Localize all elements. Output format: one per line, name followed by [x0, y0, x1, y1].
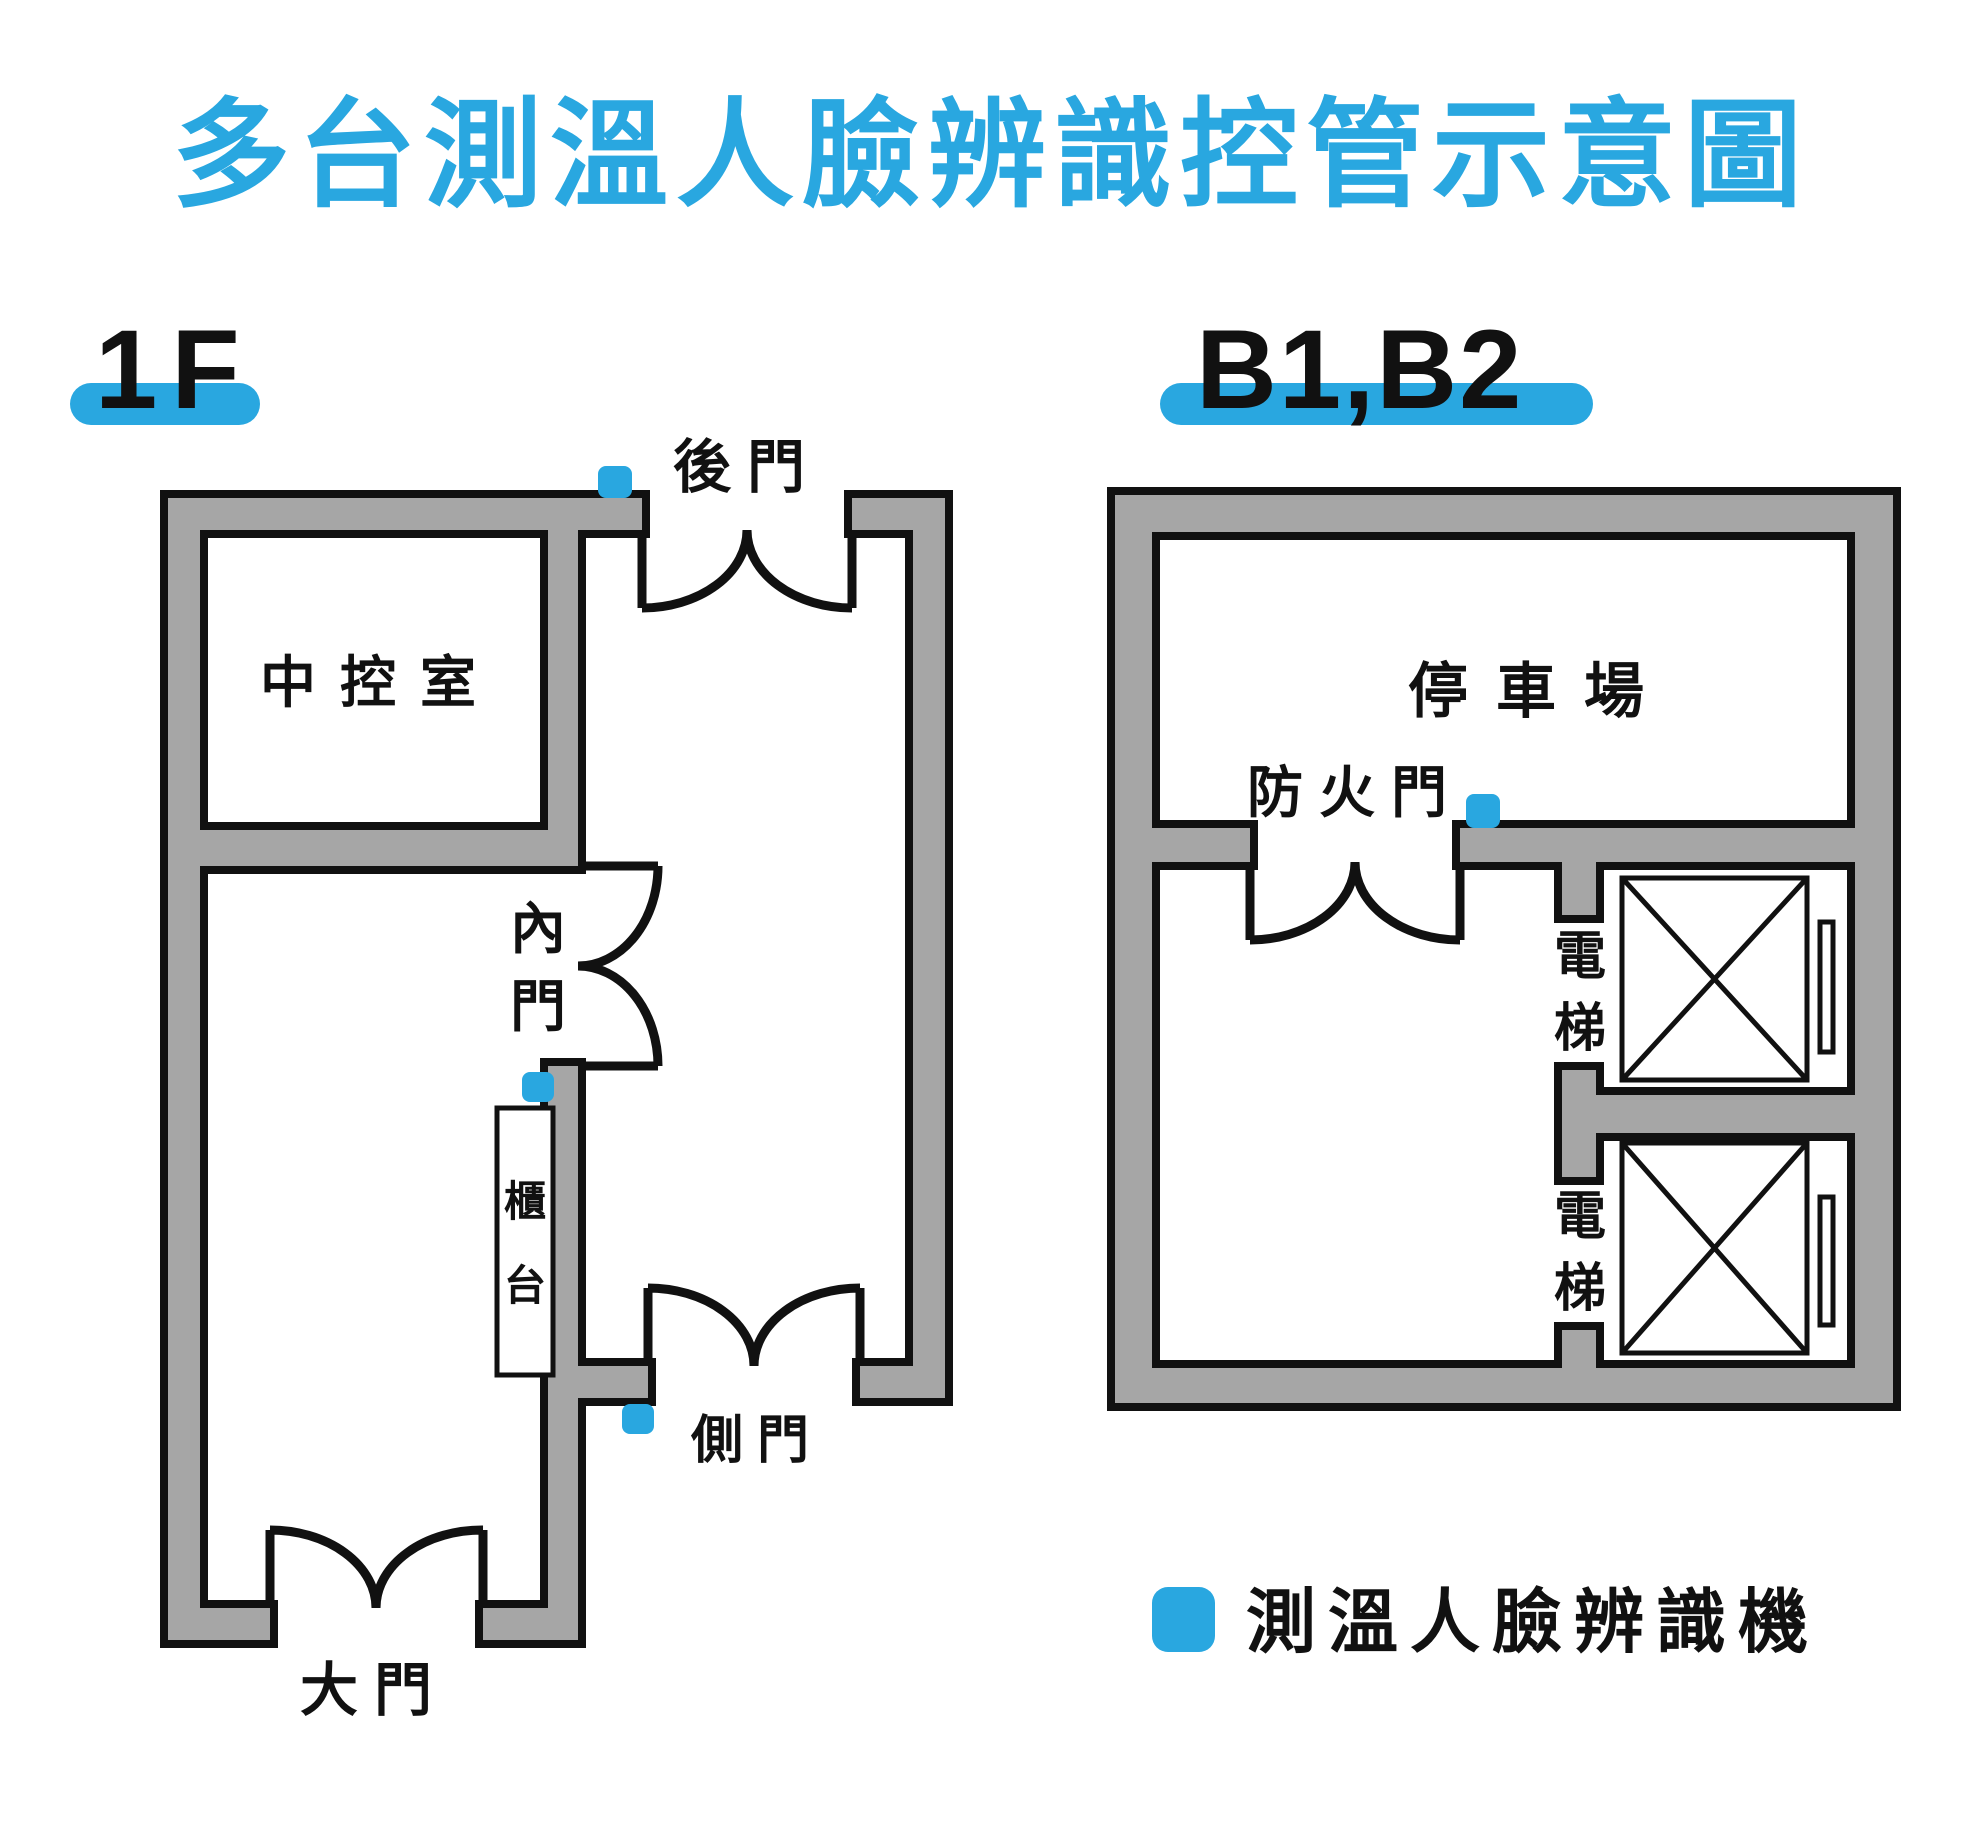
floor1-underline — [70, 383, 260, 425]
basement-label: B1,B2 — [1196, 307, 1523, 432]
elevator1-symbol — [1619, 875, 1836, 1083]
elevator2-door-slit — [1817, 1194, 1836, 1328]
plan-b1b2-walls — [1115, 495, 1893, 1403]
floor1-label: 1F — [95, 307, 254, 432]
page-title: 多台測溫人臉辨識控管示意圖 — [172, 90, 1810, 222]
elevator1-label-char2: 梯 — [1554, 1000, 1606, 1058]
control-room-label: 中控室 — [260, 651, 500, 714]
inner-door-label-char1: 內 — [510, 897, 566, 960]
counter-label-char1: 櫃 — [504, 1178, 546, 1225]
fire-door-label: 防火門 — [1247, 761, 1463, 824]
plan-1f-walls — [168, 498, 945, 1640]
sensor-icon-back-door — [598, 466, 632, 498]
elevator1-door-slit — [1817, 919, 1836, 1055]
elevator2-label-char1: 電 — [1554, 1188, 1606, 1246]
elevator1-label-char1: 電 — [1554, 928, 1606, 986]
section-basement-heading: B1,B2 — [1160, 307, 1593, 432]
legend: 測溫人臉辨識機 — [1152, 1583, 1820, 1661]
counter-box — [494, 1105, 556, 1378]
main-door-label: 大門 — [300, 1658, 448, 1723]
legend-sensor-icon — [1152, 1587, 1215, 1652]
plan-1f: 櫃 台 後門 中控室 內 門 側門 大門 — [160, 435, 953, 1723]
back-door-label: 後門 — [673, 435, 821, 500]
elevator2-label-char2: 梯 — [1554, 1260, 1606, 1318]
inner-door-label-char2: 門 — [510, 975, 566, 1038]
section-floor1-heading: 1F — [70, 307, 260, 432]
parking-label: 停車場 — [1408, 658, 1672, 725]
plan-b1b2: 停車場 防火門 電 梯 電 梯 — [1107, 487, 1901, 1411]
legend-label: 測溫人臉辨識機 — [1246, 1583, 1820, 1661]
sensor-icon-side-door — [622, 1404, 654, 1434]
side-door-label: 側門 — [690, 1412, 823, 1470]
side-door-symbol — [643, 1283, 865, 1367]
elevator2-symbol — [1619, 1140, 1836, 1356]
main-door-symbol — [265, 1525, 488, 1609]
fire-door-symbol — [1245, 861, 1465, 945]
basement-underline — [1160, 383, 1593, 425]
inner-door-symbol — [577, 861, 663, 1071]
sensor-icon-inner-door — [522, 1072, 554, 1102]
back-door-symbol — [637, 529, 857, 613]
counter-label-char2: 台 — [504, 1262, 546, 1309]
sensor-icon-fire-door — [1466, 794, 1500, 828]
